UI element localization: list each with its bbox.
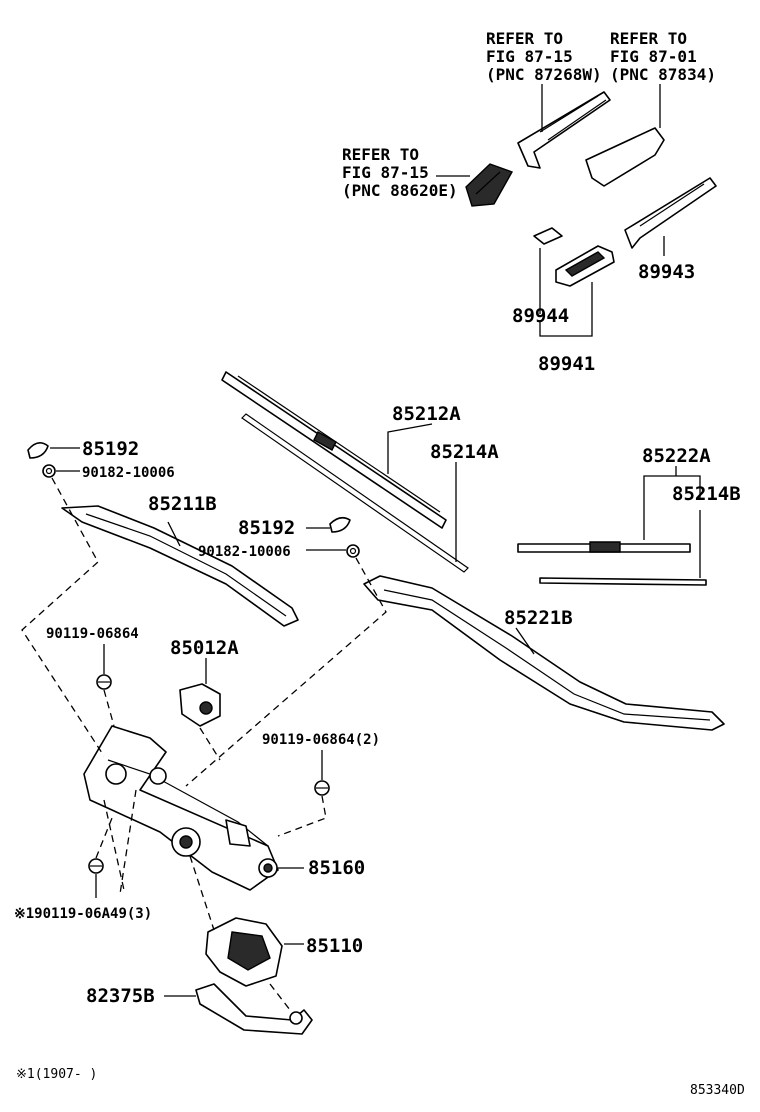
washer-nozzle-part: [517, 91, 611, 169]
cowl-cover-part: [585, 127, 665, 187]
part-89943: [624, 177, 717, 249]
diagram-code: 853340D: [690, 1083, 745, 1098]
ref-87-15-a-line3: (PNC 87268W): [486, 65, 602, 84]
wiper-refill-85214A: [241, 413, 469, 573]
wiper-blade-85222A: [517, 541, 691, 553]
label-89944: 89944: [512, 305, 569, 327]
label-90182-right: 90182-10006: [198, 544, 291, 560]
label-85192-right: 85192: [238, 517, 295, 539]
label-90119-06864: 90119-06864: [46, 626, 139, 642]
ref-87-15-b-line3: (PNC 88620E): [342, 181, 458, 200]
label-90182-left: 90182-10006: [82, 465, 175, 481]
label-90119-06A49: ※190119-06A49(3): [14, 906, 152, 922]
cap-85192-right: [329, 516, 351, 533]
wiper-blade-85212A: [221, 371, 447, 529]
bolt-90119-06864: [96, 674, 112, 690]
grommet-85160: [258, 858, 278, 878]
ref-87-01-line1: REFER TO: [610, 29, 687, 48]
label-85160: 85160: [308, 857, 365, 879]
wiper-arm-85211B: [61, 505, 299, 627]
garnish-part: [465, 163, 514, 207]
ref-87-15-b-line1: REFER TO: [342, 145, 419, 164]
nut-90182-right: [346, 544, 360, 558]
ref-87-01-line3: (PNC 87834): [610, 65, 716, 84]
label-85110: 85110: [306, 935, 363, 957]
part-89944: [533, 227, 563, 245]
label-90119-06864-2: 90119-06864(2): [262, 732, 380, 748]
ref-87-15-a-line1: REFER TO: [486, 29, 563, 48]
footnote: ※1(1907- ): [16, 1067, 97, 1082]
ref-87-15-a-line2: FIG 87-15: [486, 47, 573, 66]
wiper-refill-85214B: [539, 577, 707, 586]
transmitter-case-part: [555, 245, 615, 287]
nut-90182-left: [42, 464, 56, 478]
bolt-90119-06A49: [88, 858, 104, 874]
label-85012A: 85012A: [170, 637, 239, 659]
cap-85192-left: [27, 442, 49, 459]
motor-85110: [205, 917, 283, 987]
wiper-link-assembly: [83, 725, 279, 891]
assembly-dashed-lines: [21, 477, 387, 1011]
ref-87-15-b-line2: FIG 87-15: [342, 163, 429, 182]
bolt-90119-06864-2: [314, 780, 330, 796]
leader-lines: [50, 84, 701, 997]
label-85214A: 85214A: [430, 441, 499, 463]
ref-87-01-line2: FIG 87-01: [610, 47, 697, 66]
harness-82375B: [195, 983, 313, 1035]
label-85221B: 85221B: [504, 607, 573, 629]
label-85212A: 85212A: [392, 403, 461, 425]
label-85214B: 85214B: [672, 483, 741, 505]
label-85211B: 85211B: [148, 493, 217, 515]
label-85222A: 85222A: [642, 445, 711, 467]
label-85192-left: 85192: [82, 438, 139, 460]
label-89943: 89943: [638, 261, 695, 283]
label-89941: 89941: [538, 353, 595, 375]
label-82375B: 82375B: [86, 985, 155, 1007]
wiper-arm-85221B: [363, 575, 725, 731]
bracket-85012A: [179, 683, 221, 727]
